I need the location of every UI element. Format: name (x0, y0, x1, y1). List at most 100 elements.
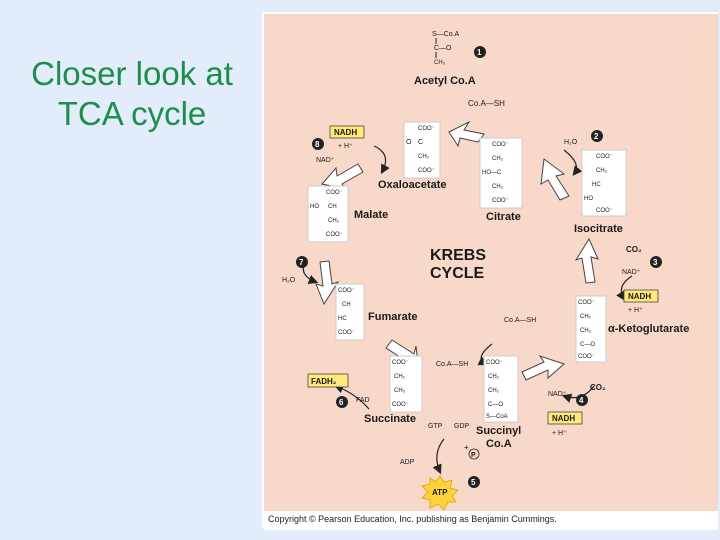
step-8: 8 (315, 140, 320, 149)
succinate-label: Succinate (364, 413, 416, 425)
fragment-hc-fu: HC (338, 316, 347, 322)
nadh-label-step3: NADH (628, 292, 651, 301)
fragment-ch2-is: CH₂ (596, 168, 608, 174)
malate-structure: COO⁻ HO CH CH₂ COO⁻ (307, 185, 349, 243)
fragment-coo-ma2: COO⁻ (326, 232, 343, 238)
nad-plus-step8: NAD⁺ (316, 157, 335, 164)
fragment-ho-ma: HO (310, 204, 319, 210)
fragment-ch3: CH₃ (434, 60, 446, 66)
citrate-label: Citrate (486, 211, 521, 223)
copyright-text: Copyright © Pearson Education, Inc. publ… (268, 514, 557, 524)
fragment-ch2-su2: CH₂ (394, 388, 406, 394)
fragment-coo-kg2: COO⁻ (578, 354, 595, 360)
fragment-coo-is2: COO⁻ (596, 208, 613, 214)
ketoglutarate-structure: COO⁻ CH₂ CH₂ C—O COO⁻ (575, 295, 607, 363)
coa-sh-label-1: Co.A—SH (468, 99, 505, 108)
step-2: 2 (594, 132, 599, 141)
cycle-center-line-1: KREBS (430, 247, 486, 264)
step-1: 1 (477, 48, 482, 57)
fragment-ch2-sc1: CH₂ (488, 374, 500, 380)
fragment-ch2-kg2: CH₂ (580, 328, 592, 334)
fragment-ch2-ma: CH₂ (328, 218, 340, 224)
fragment-coo-fu2: COO⁻ (338, 330, 355, 336)
step-7: 7 (299, 258, 304, 267)
copyright-bar: Copyright © Pearson Education, Inc. publ… (264, 511, 718, 530)
fad-label: FAD (356, 397, 370, 404)
fragment-ch2-ox: CH₂ (418, 154, 430, 160)
fragment-coo-ci2: COO⁻ (492, 198, 509, 204)
h-plus-step8: + H⁺ (338, 143, 353, 150)
fragment-coo-sc: COO⁻ (486, 360, 503, 366)
h2o-step2: H₂O (564, 139, 578, 146)
cycle-center-line-2: CYCLE (430, 265, 485, 282)
fumarate-label: Fumarate (368, 311, 418, 323)
coa-sh-step4: Co.A—SH (504, 317, 536, 324)
fragment-ch2-kg1: CH₂ (580, 314, 592, 320)
step-badges (296, 46, 662, 488)
fumarate-structure: COO⁻ CH HC COO⁻ (335, 283, 365, 341)
h-plus-step3: + H⁺ (628, 307, 643, 314)
co2-step3: CO₂ (626, 245, 642, 254)
fragment-s-coa: S—Co.A (432, 31, 460, 38)
pi-label: P (471, 452, 476, 459)
fragment-coo-fu1: COO⁻ (338, 288, 355, 294)
step-3: 3 (653, 258, 658, 267)
fragment-hc-is: HC (592, 182, 601, 188)
fragment-ho-c-ci: HO—C (482, 170, 502, 176)
gdp-label: GDP (454, 423, 470, 430)
isocitrate-structure: COO⁻ CH₂ HC HO COO⁻ (581, 149, 627, 217)
step-5: 5 (471, 478, 476, 487)
step-4: 4 (579, 396, 584, 405)
fragment-c-o-kg: C—O (580, 342, 595, 348)
succinyl-coa-label-1: Succinyl (476, 425, 521, 437)
acetyl-coa-label: Acetyl Co.A (414, 75, 476, 87)
oxaloacetate-label: Oxaloacetate (378, 179, 446, 191)
fragment-c-sc: C—O (488, 402, 503, 408)
fragment-coo-su1: COO⁻ (392, 360, 409, 366)
fragment-coo-is1: COO⁻ (596, 154, 613, 160)
isocitrate-label: Isocitrate (574, 223, 623, 235)
fragment-ch2-sc2: CH₂ (488, 388, 500, 394)
fragment-c-ox: C (418, 139, 423, 146)
fragment-ch-fu: CH (342, 302, 351, 308)
atp-burst (421, 475, 459, 511)
coa-sh-step5: Co.A—SH (436, 361, 468, 368)
ketoglutarate-label: α-Ketoglutarate (608, 323, 689, 335)
slide-title: Closer look at TCA cycle (14, 54, 250, 134)
gtp-label: GTP (428, 423, 443, 430)
fragment-coo-su2: COO⁻ (392, 402, 409, 408)
krebs-cycle-figure: KREBS CYCLE S—Co.A C—O CH₃ Acetyl Co.A C… (262, 12, 718, 530)
nadh-label-step4: NADH (552, 414, 575, 423)
co2-step4: CO₂ (590, 383, 606, 392)
fragment-s-coa-sc: S—CoA (486, 414, 508, 420)
fragment-coo-ox1: COO⁻ (418, 126, 435, 132)
slide-title-line-2: TCA cycle (57, 95, 207, 132)
succinyl-coa-label-2: Co.A (486, 438, 512, 450)
fragment-coo-ma1: COO⁻ (326, 190, 343, 196)
oxaloacetate-structure: COO⁻ C O CH₂ COO⁻ (403, 121, 441, 179)
fragment-o-ox: O (406, 139, 412, 146)
fragment-coo-kg1: COO⁻ (578, 300, 595, 306)
nad-plus-step3: NAD⁺ (622, 269, 641, 276)
fragment-ho-is: HO (584, 196, 593, 202)
nad-plus-step4: NAD⁺ (548, 391, 567, 398)
h-plus-step4: + H⁺ (552, 430, 567, 437)
fragment-ch2-su1: CH₂ (394, 374, 406, 380)
fragment-ch2-ci2: CH₂ (492, 184, 504, 190)
fragment-ch-ma: CH (328, 204, 337, 210)
fragment-ch2-ci1: CH₂ (492, 156, 504, 162)
succinate-structure: COO⁻ CH₂ CH₂ COO⁻ (389, 355, 423, 413)
adp-label: ADP (400, 459, 415, 466)
malate-label: Malate (354, 209, 388, 221)
plus-sign: + (464, 443, 469, 452)
succinyl-coa-structure: COO⁻ CH₂ CH₂ C—O S—CoA (483, 355, 519, 423)
citrate-structure: COO⁻ CH₂ HO—C CH₂ COO⁻ (479, 137, 523, 209)
atp-label: ATP (432, 488, 448, 497)
nadh-label-step8: NADH (334, 128, 357, 137)
h2o-step7: H₂O (282, 277, 296, 284)
fragment-coo-ci1: COO⁻ (492, 142, 509, 148)
fragment-c-o: C—O (434, 45, 452, 52)
fadh2-label: FADH₂ (311, 377, 337, 386)
fragment-coo-ox2: COO⁻ (418, 168, 435, 174)
acetyl-coa-structure: S—Co.A C—O CH₃ (432, 31, 460, 66)
